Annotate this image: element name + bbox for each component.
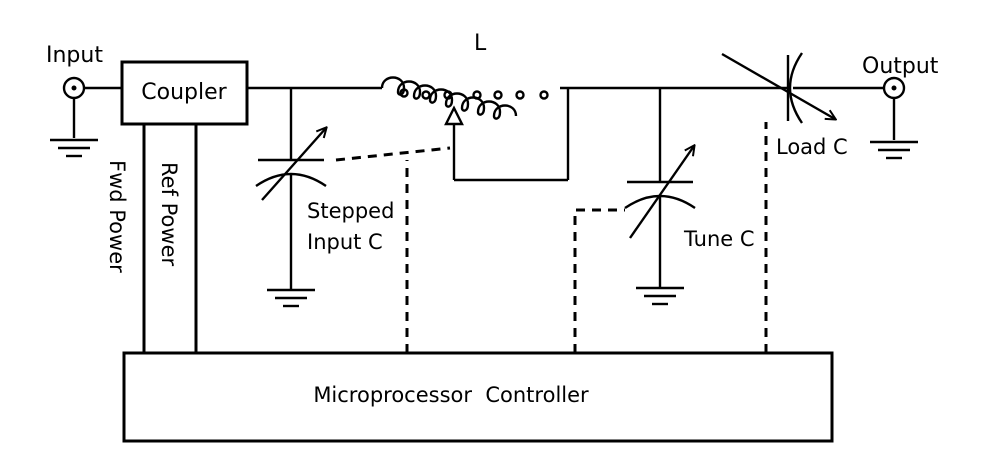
stepped-input-ground-icon xyxy=(267,288,315,308)
output-connector xyxy=(882,76,906,140)
tune-capacitor-icon xyxy=(624,88,695,288)
tune-c-label: Tune C xyxy=(683,227,755,251)
stepped-input-capacitor-icon xyxy=(255,88,326,290)
control-line-stepped-input-c xyxy=(335,146,451,162)
ref-power-label: Ref Power xyxy=(157,162,181,266)
coupler-label: Coupler xyxy=(141,80,227,105)
control-line-tune-c xyxy=(573,208,625,353)
inductor-tap-arrow-icon xyxy=(444,88,570,182)
load-c-label: Load C xyxy=(776,135,848,159)
tune-ground-icon xyxy=(636,286,684,306)
coupler-block xyxy=(120,60,249,126)
output-ground-icon xyxy=(870,140,918,160)
controller-label: Microprocessor Controller xyxy=(313,383,589,407)
input-connector xyxy=(62,76,86,138)
input-ground-icon xyxy=(50,138,98,158)
inductor-label: L xyxy=(474,31,487,56)
inductor-coil-icon xyxy=(380,76,549,120)
stepped-input-c-label-line2: Input C xyxy=(307,230,383,254)
stepped-input-c-label-line1: Stepped xyxy=(307,199,394,223)
input-label: Input xyxy=(46,43,103,68)
output-label: Output xyxy=(862,54,939,79)
controller-block xyxy=(122,351,834,443)
load-capacitor-icon xyxy=(721,52,884,124)
fwd-power-label: Fwd Power xyxy=(105,160,129,273)
